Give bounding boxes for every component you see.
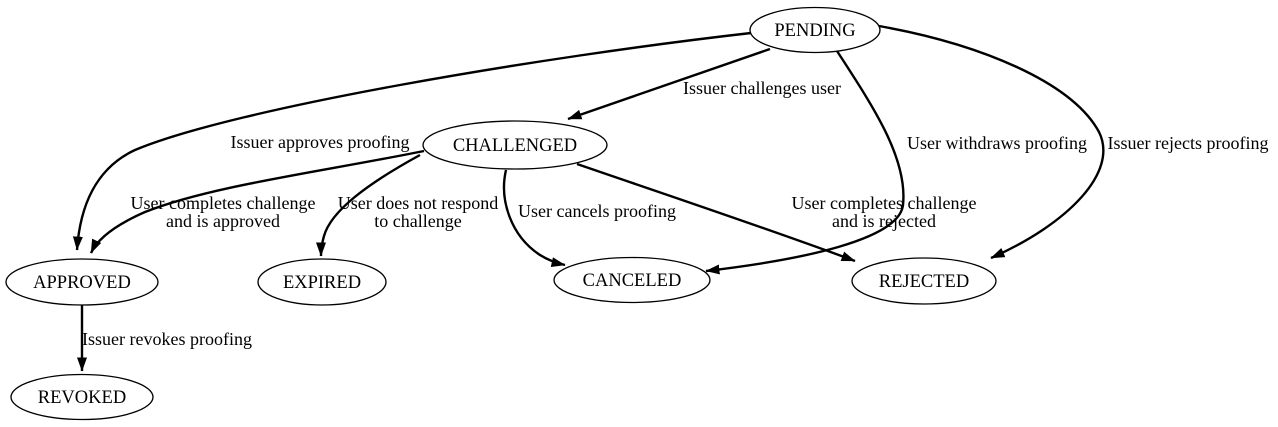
edge-label-issuer-rejects-proofing: Issuer rejects proofing	[1108, 133, 1269, 153]
challenged-label: CHALLENGED	[453, 136, 577, 156]
edge-pending-canceled	[705, 50, 905, 275]
edge-label-completes-rejected-line2: and is rejected	[832, 211, 936, 231]
edge-label-no-respond-line2: to challenge	[374, 211, 461, 231]
edge-label-completes-approved-line2: and is approved	[166, 211, 280, 231]
edge-group	[72, 24, 1105, 372]
edge-label-issuer-approves-proofing: Issuer approves proofing	[231, 132, 410, 152]
edge-label-user-cancels-proofing: User cancels proofing	[518, 201, 676, 221]
edge-challenged-expired	[316, 153, 421, 257]
state-node-pending: PENDING	[749, 6, 881, 54]
edge-challenged-rejected	[576, 162, 856, 263]
edge-label-issuer-challenges-user: Issuer challenges user	[683, 78, 841, 98]
state-node-revoked: REVOKED	[10, 373, 154, 421]
edge-challenged-canceled	[502, 169, 566, 267]
edge-pending-challenged	[567, 47, 771, 121]
pending-ellipse	[749, 6, 881, 54]
edge-challenged-approved	[89, 149, 425, 254]
rejected-label: REJECTED	[879, 272, 969, 292]
canceled-label: CANCELED	[583, 271, 682, 291]
state-node-canceled: CANCELED	[553, 256, 711, 304]
approved-label: APPROVED	[33, 273, 131, 293]
edge-label-issuer-revokes-proofing: Issuer revokes proofing	[82, 329, 252, 349]
revoked-label: REVOKED	[38, 388, 126, 408]
edge-label-user-withdraws-proofing: User withdraws proofing	[907, 133, 1087, 153]
challenged-ellipse	[422, 120, 608, 170]
rejected-ellipse	[851, 257, 997, 305]
state-node-expired: EXPIRED	[257, 258, 387, 306]
expired-ellipse	[257, 258, 387, 306]
node-group: PENDING CHALLENGED APPROVED EXPIRED CANC…	[5, 6, 997, 421]
state-node-rejected: REJECTED	[851, 257, 997, 305]
expired-label: EXPIRED	[283, 273, 361, 293]
state-node-approved: APPROVED	[5, 258, 159, 306]
pending-label: PENDING	[774, 21, 855, 41]
canceled-ellipse	[553, 256, 711, 304]
edge-pending-rejected	[878, 24, 1105, 260]
revoked-ellipse	[10, 373, 154, 421]
edge-label-completes-rejected-line1: User completes challenge	[792, 193, 977, 213]
approved-ellipse	[5, 258, 159, 306]
edge-pending-approved	[72, 31, 752, 251]
state-node-challenged: CHALLENGED	[422, 120, 608, 170]
edge-label-no-respond-line1: User does not respond	[338, 193, 498, 213]
edge-label-completes-approved-line1: User completes challenge	[131, 193, 316, 213]
edge-label-group: Issuer challenges user Issuer approves p…	[82, 78, 1268, 349]
